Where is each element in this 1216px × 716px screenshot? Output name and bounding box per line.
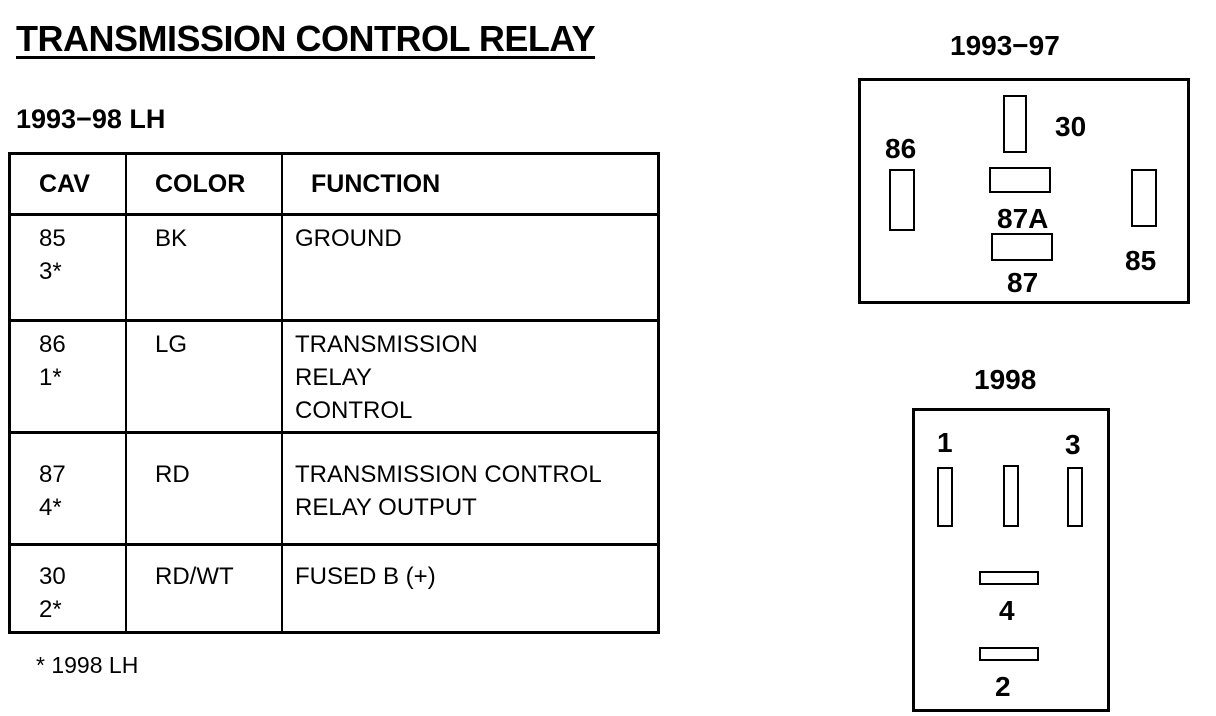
function-line: RELAY OUTPUT — [295, 494, 477, 521]
pin-86-terminal — [889, 169, 915, 231]
table-header-row: CAV COLOR FUNCTION — [8, 153, 660, 216]
pin-3-label: 3 — [1065, 429, 1081, 460]
pin-4-terminal — [979, 571, 1039, 585]
header-cav: CAV — [8, 153, 127, 216]
pin-87a-label: 87A — [997, 203, 1049, 234]
cav-alt-number: 3* — [39, 258, 62, 285]
cell-cav: 86 1* — [8, 320, 127, 434]
pin-4-label: 4 — [999, 595, 1015, 626]
table-row: 85 3* BK GROUND — [8, 214, 660, 322]
relay-1998-label: 1998 — [974, 364, 1037, 395]
cell-cav: 30 2* — [8, 544, 127, 634]
table-row: 86 1* LG TRANSMISSION RELAY CONTROL — [8, 320, 660, 434]
cell-color: RD — [125, 432, 283, 546]
pin-30-label: 30 — [1055, 111, 1087, 142]
pin-86-label: 86 — [885, 133, 917, 164]
function-line: FUSED B (+) — [295, 563, 436, 590]
cav-number: 86 — [39, 331, 66, 358]
relay-1998-diagram: 1 3 4 2 — [912, 408, 1110, 712]
cav-alt-number: 4* — [39, 494, 62, 521]
cav-number: 87 — [39, 461, 66, 488]
table-row: 30 2* RD/WT FUSED B (+) — [8, 544, 660, 634]
function-line: TRANSMISSION — [295, 331, 478, 358]
pin-2-label: 2 — [995, 671, 1011, 702]
relay-1993-97-diagram: 30 86 87A 87 85 — [858, 78, 1190, 304]
cell-function: FUSED B (+) — [281, 544, 660, 634]
cell-function: TRANSMISSION RELAY CONTROL — [281, 320, 660, 434]
pin-1-terminal — [937, 467, 953, 527]
pin-1-label: 1 — [937, 427, 953, 458]
cell-function: TRANSMISSION CONTROL RELAY OUTPUT — [281, 432, 660, 546]
cav-alt-number: 1* — [39, 364, 62, 391]
cell-color: BK — [125, 214, 283, 322]
pin-85-terminal — [1131, 169, 1157, 227]
function-line: TRANSMISSION CONTROL — [295, 461, 602, 488]
pin-85-label: 85 — [1125, 245, 1157, 276]
pin-center-terminal — [1003, 465, 1019, 527]
pin-87-terminal — [991, 233, 1053, 261]
cav-number: 85 — [39, 225, 66, 252]
pin-2-terminal — [979, 647, 1039, 661]
connector-table: CAV COLOR FUNCTION 85 3* BK GROUND 86 1*… — [8, 152, 660, 634]
header-function: FUNCTION — [281, 153, 660, 216]
cell-cav: 85 3* — [8, 214, 127, 322]
pin-87-label: 87 — [1007, 267, 1039, 298]
function-line: CONTROL — [295, 397, 413, 424]
function-line: RELAY — [295, 364, 372, 391]
pin-87a-terminal — [989, 167, 1051, 193]
cell-color: RD/WT — [125, 544, 283, 634]
function-line: GROUND — [295, 225, 402, 252]
cell-function: GROUND — [281, 214, 660, 322]
pin-3-terminal — [1067, 467, 1083, 527]
cav-number: 30 — [39, 563, 66, 590]
footnote: * 1998 LH — [36, 652, 139, 678]
pin-30-terminal — [1003, 95, 1027, 153]
table-row: 87 4* RD TRANSMISSION CONTROL RELAY OUTP… — [8, 432, 660, 546]
relay-1993-97-label: 1993−97 — [950, 30, 1060, 61]
header-color: COLOR — [125, 153, 283, 216]
cav-alt-number: 2* — [39, 596, 62, 623]
cell-cav: 87 4* — [8, 432, 127, 546]
page-title: TRANSMISSION CONTROL RELAY — [16, 18, 596, 59]
cell-color: LG — [125, 320, 283, 434]
section-subtitle: 1993−98 LH — [16, 104, 166, 134]
